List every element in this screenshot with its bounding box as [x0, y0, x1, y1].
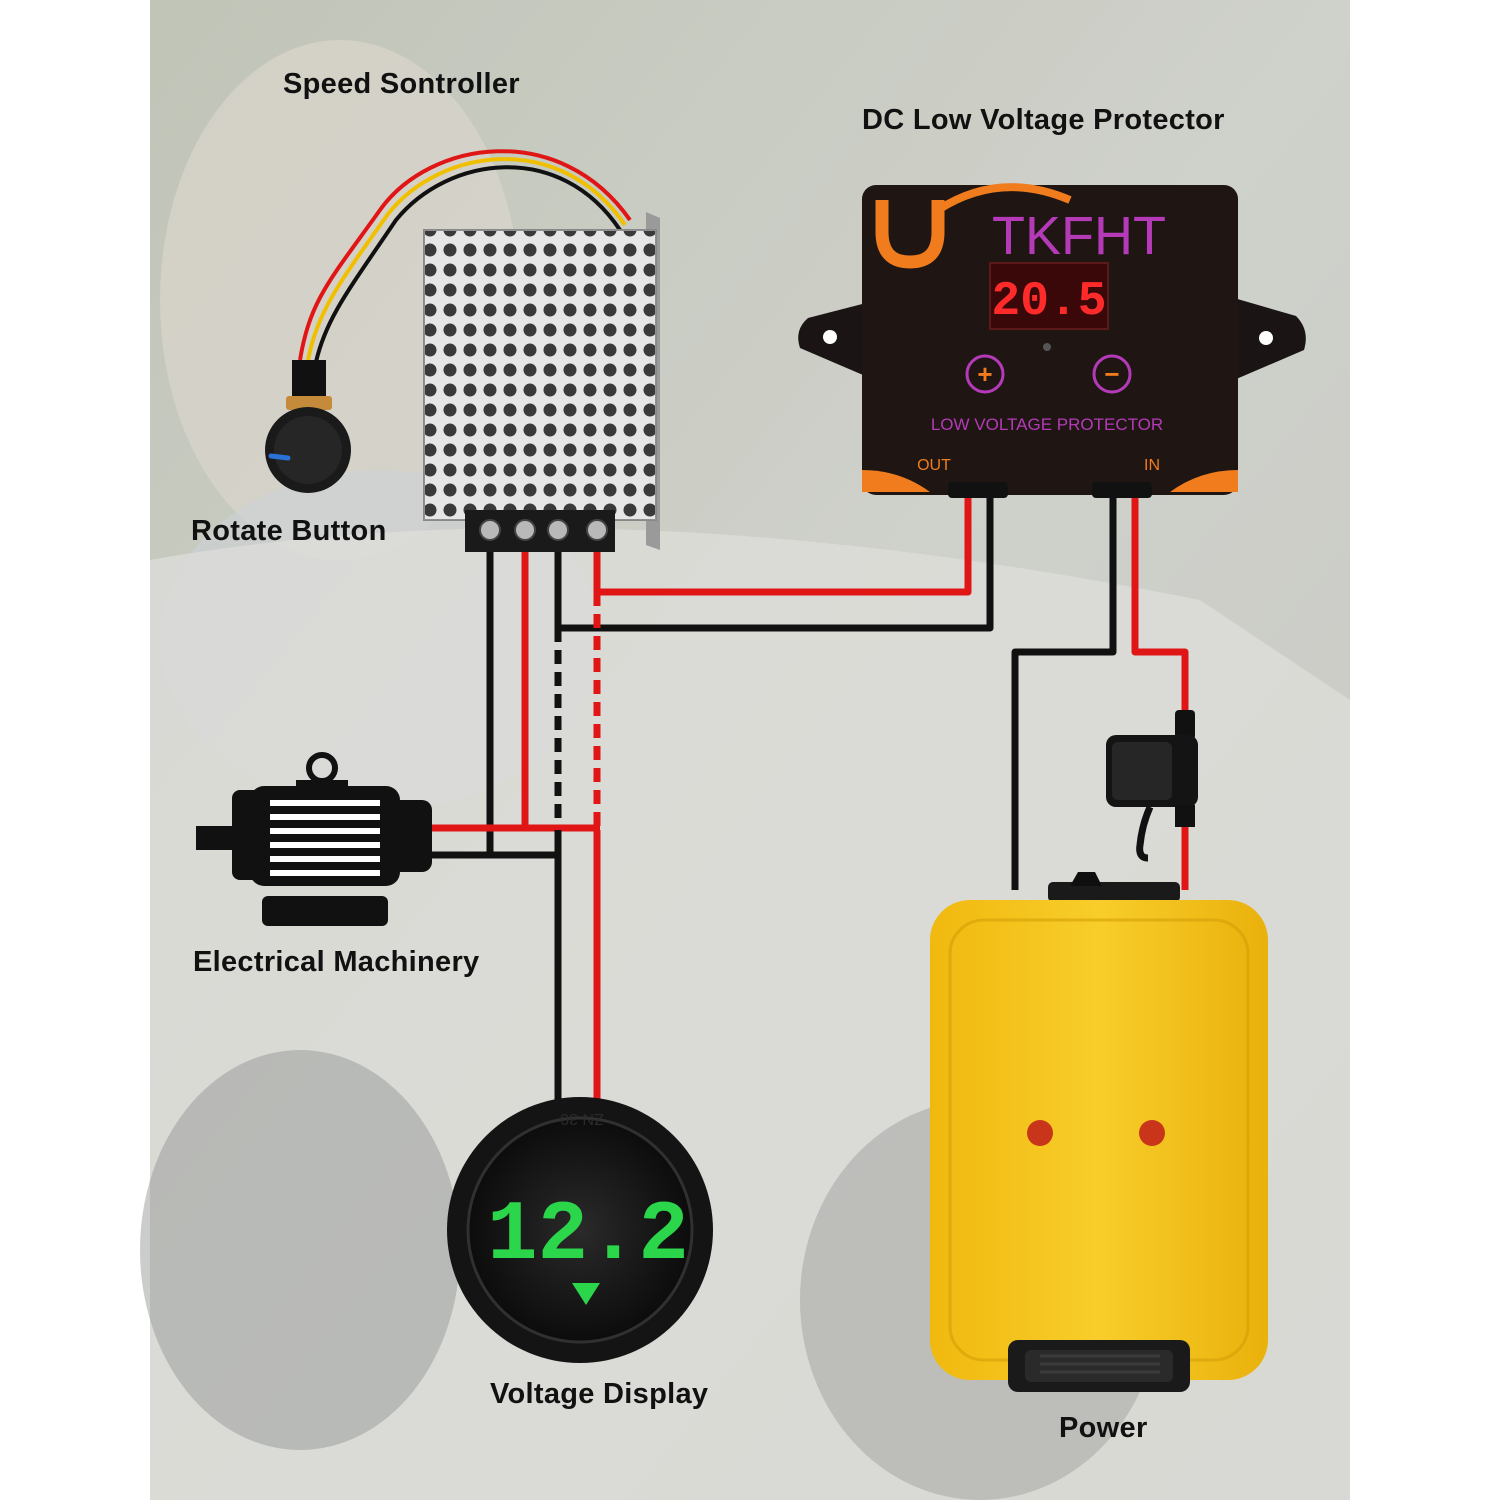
electric-motor	[196, 752, 432, 926]
wire-black	[1011, 495, 1117, 890]
wire-black	[554, 495, 994, 632]
voltage-display-ring-text: ZN 30	[560, 1110, 604, 1127]
protector-caption: LOW VOLTAGE PROTECTOR	[931, 415, 1163, 434]
speed-controller	[265, 149, 660, 552]
voltage-display-gauge	[447, 1097, 713, 1363]
protector-in-label: IN	[1144, 457, 1160, 474]
battery-power-pack	[930, 872, 1268, 1392]
label-voltage-display: Voltage Display	[490, 1378, 709, 1410]
rotate-button-knob[interactable]	[265, 360, 351, 493]
label-rotate-button: Rotate Button	[191, 515, 387, 547]
label-speed-controller: Speed Sontroller	[283, 68, 520, 100]
minus-button-label: −	[1104, 359, 1119, 389]
plus-button[interactable]	[965, 354, 1005, 394]
label-electrical-machinery: Electrical Machinery	[193, 946, 480, 978]
plus-button-label: +	[977, 359, 992, 389]
inline-fuse-holder	[1106, 710, 1198, 862]
protector-brand: TKFHT	[992, 206, 1166, 266]
low-voltage-protector	[798, 183, 1306, 498]
label-power: Power	[1059, 1412, 1148, 1444]
protector-out-label: OUT	[917, 457, 951, 474]
power-switch	[1070, 872, 1102, 886]
voltage-display-readout: 12.2	[487, 1189, 689, 1284]
protector-voltage-readout: 20.5	[991, 275, 1106, 329]
minus-button[interactable]	[1092, 354, 1132, 394]
label-dc-low-voltage-protector: DC Low Voltage Protector	[862, 104, 1225, 136]
wire-red	[593, 495, 972, 596]
wires	[432, 495, 1189, 1105]
